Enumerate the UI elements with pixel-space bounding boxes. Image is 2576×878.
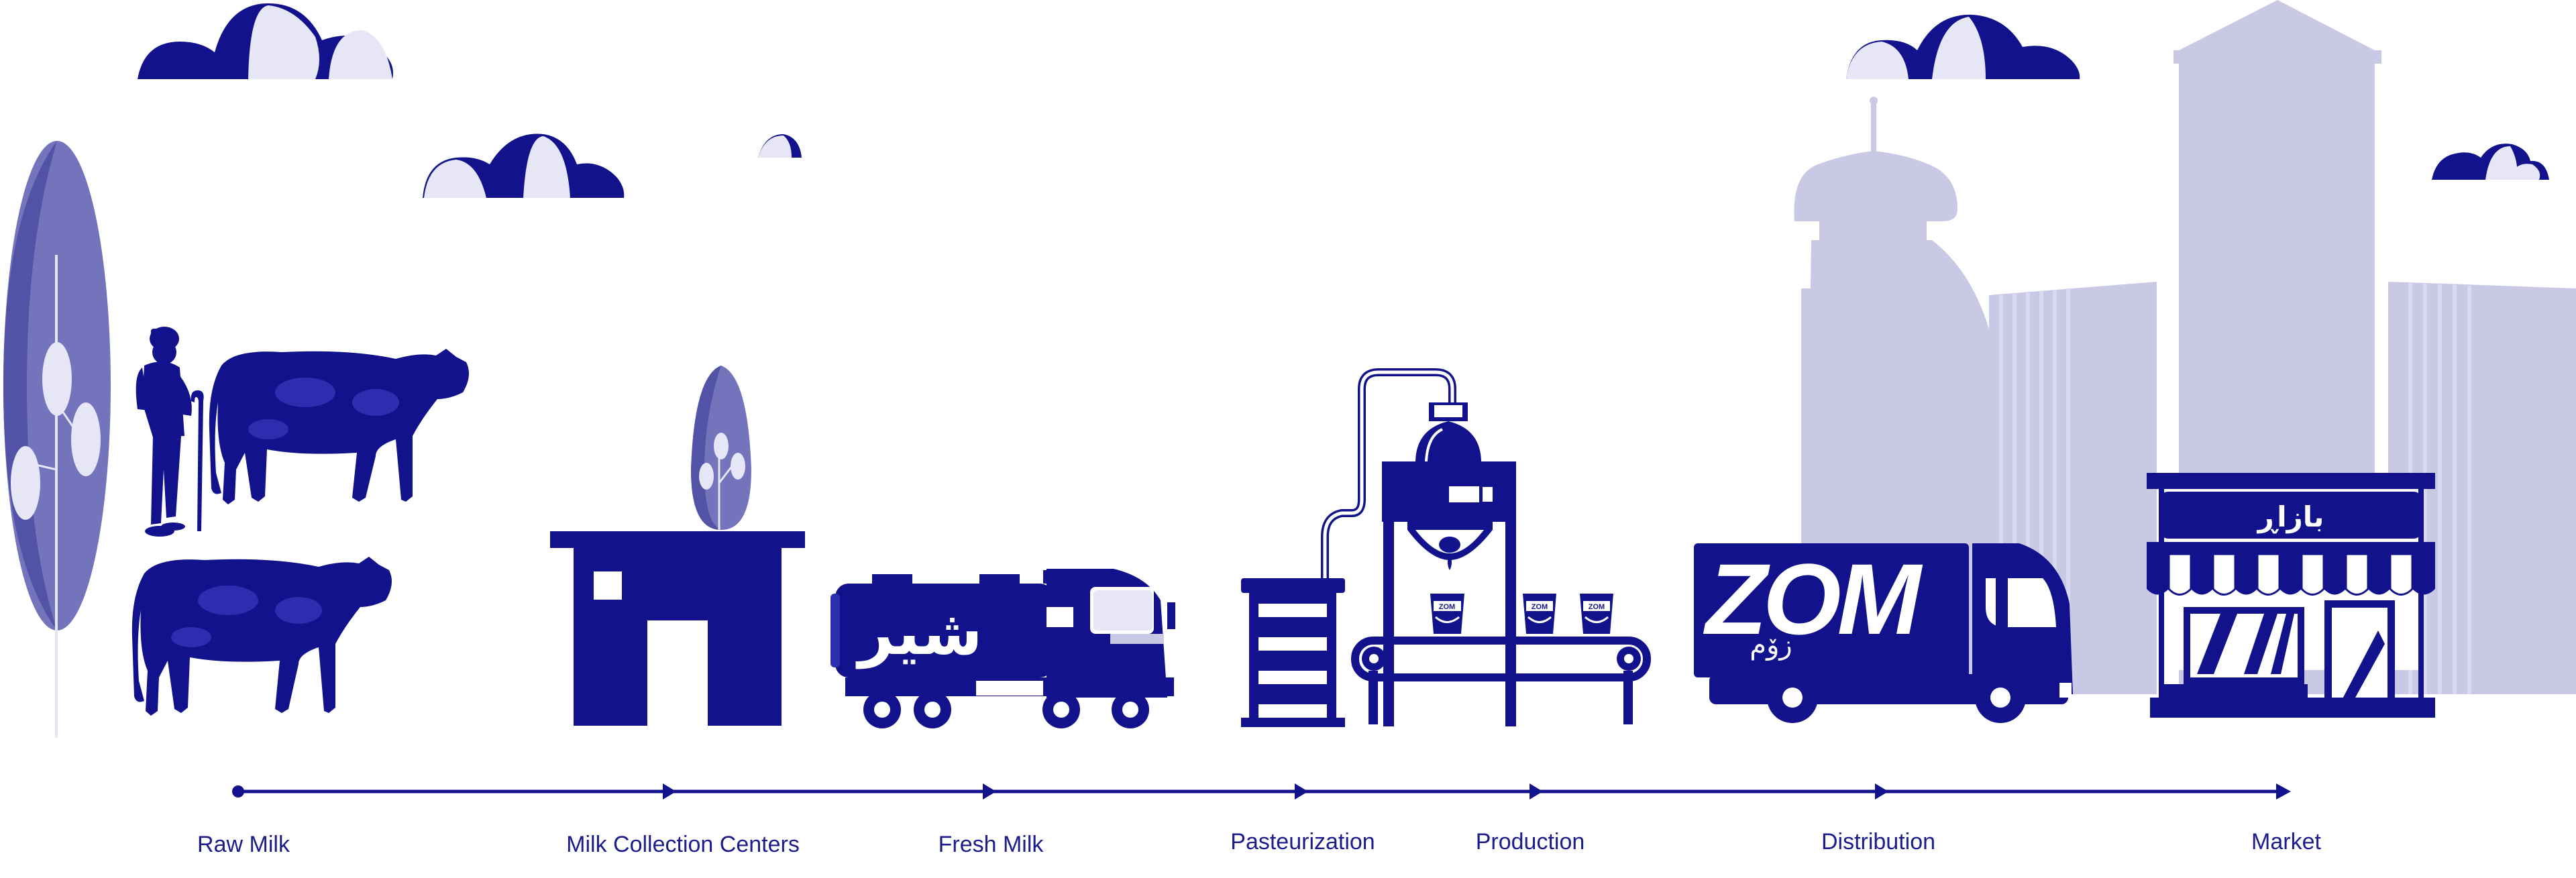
yogurt-cup-icon: ZOM	[1430, 594, 1464, 634]
pasteurization-tank	[1241, 368, 1456, 727]
stage-label-production: Production	[1475, 829, 1585, 855]
farmer-icon	[136, 327, 204, 537]
milk-tanker-truck: شیر	[830, 569, 1175, 728]
milk-collection-center-building	[550, 531, 805, 726]
production-machine: ZOM ZOM ZOM	[1351, 402, 1651, 726]
distribution-truck: ZOM زۆم	[1694, 543, 2073, 723]
cloud-icon	[2432, 144, 2549, 180]
market-shop: بازاڕ	[2147, 473, 2435, 718]
truck-brand-logo: ZOM	[1703, 543, 1923, 655]
timeline-start-dot	[232, 785, 244, 798]
cow-icon	[209, 349, 469, 504]
cup-brand: ZOM	[1439, 603, 1455, 611]
tree-icon	[3, 141, 111, 738]
timeline	[232, 783, 2291, 800]
stage-label-fresh-milk: Fresh Milk	[938, 832, 1044, 857]
tree-icon	[691, 366, 751, 530]
cloud-icon	[758, 134, 802, 158]
stage-label-distribution: Distribution	[1821, 829, 1936, 855]
stage-label-raw-milk: Raw Milk	[197, 832, 290, 857]
cloud-icon	[1846, 14, 2080, 79]
cloud-icon	[423, 133, 625, 198]
tanker-label: شیر	[855, 597, 982, 669]
shop-sign: بازاڕ	[2257, 500, 2324, 533]
stage-label-collection-centers: Milk Collection Centers	[566, 832, 800, 857]
yogurt-cup-icon: ZOM	[1523, 594, 1556, 634]
arrow-icon	[1529, 783, 1543, 800]
cup-brand: ZOM	[1532, 603, 1548, 611]
arrow-icon	[663, 783, 676, 800]
cup-brand: ZOM	[1589, 603, 1605, 611]
arrow-icon	[983, 783, 996, 800]
stage-label-pasteurization: Pasteurization	[1230, 829, 1375, 855]
truck-brand-sub: زۆم	[1750, 630, 1792, 661]
arrow-icon	[2276, 783, 2291, 800]
arrow-icon	[1295, 783, 1308, 800]
yogurt-cup-icon: ZOM	[1580, 594, 1613, 634]
arrow-icon	[1875, 783, 1888, 800]
cloud-icon	[138, 3, 393, 79]
cow-icon	[131, 557, 392, 716]
stage-label-market: Market	[2251, 829, 2321, 855]
